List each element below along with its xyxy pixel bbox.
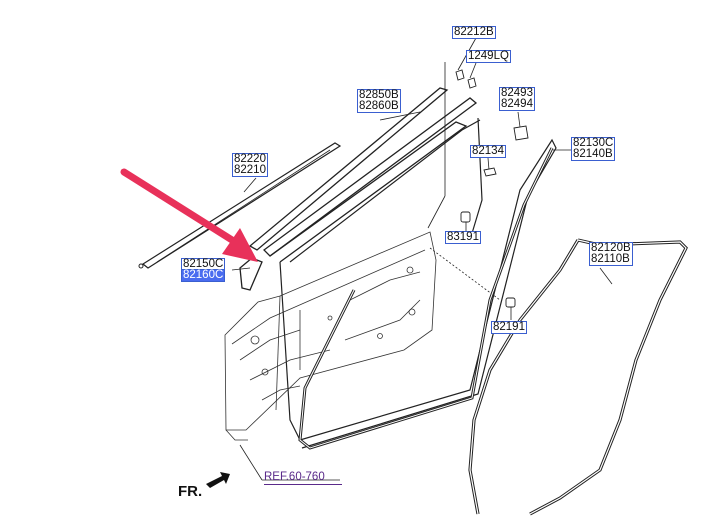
part-number: 82210 xyxy=(234,164,266,176)
front-direction-arrow xyxy=(206,472,230,488)
part-number: 82191 xyxy=(493,321,525,333)
part-label-82134[interactable]: 82134 xyxy=(470,145,506,158)
body-weatherstrip xyxy=(468,238,688,516)
part-number: 82110B xyxy=(591,253,630,265)
part-number: 82140B xyxy=(573,148,613,160)
part-number: 83191 xyxy=(447,231,479,243)
part-number: 82220 xyxy=(234,153,266,165)
door-inner-panel xyxy=(224,231,437,441)
part-number: 82493 xyxy=(501,87,533,99)
clips xyxy=(455,69,529,308)
part-number: 82120B xyxy=(591,242,631,254)
part-number: 82134 xyxy=(472,145,504,157)
part-number: 82860B xyxy=(359,100,399,112)
part-number: 82160C xyxy=(183,269,224,281)
part-label-83191[interactable]: 83191 xyxy=(445,231,481,244)
window-frame-moulding xyxy=(239,87,478,291)
door-weatherstrip-inner xyxy=(299,147,553,449)
part-number: 1249LQ xyxy=(468,50,509,62)
part-number: 82212B xyxy=(454,26,494,38)
part-label-82160c[interactable]: 82160C xyxy=(181,269,226,282)
part-label-1249lq[interactable]: 1249LQ xyxy=(466,50,511,63)
part-label-82212b[interactable]: 82212B xyxy=(452,26,496,39)
body-weatherstrip-inner xyxy=(469,239,687,515)
part-number: 82494 xyxy=(501,98,533,110)
part-number: 82850B xyxy=(359,89,399,101)
part-number: 82150C xyxy=(183,258,224,270)
front-direction-label: FR. xyxy=(178,483,203,500)
pointer-arrow xyxy=(120,168,258,262)
leader-lines xyxy=(231,37,613,481)
reference-underline xyxy=(264,484,342,485)
belt-moulding xyxy=(138,142,342,269)
reference-link[interactable]: REF.60-760 xyxy=(264,471,325,483)
door-sash xyxy=(279,117,557,449)
part-number: 82130C xyxy=(573,137,614,149)
part-label-82191[interactable]: 82191 xyxy=(491,321,527,334)
